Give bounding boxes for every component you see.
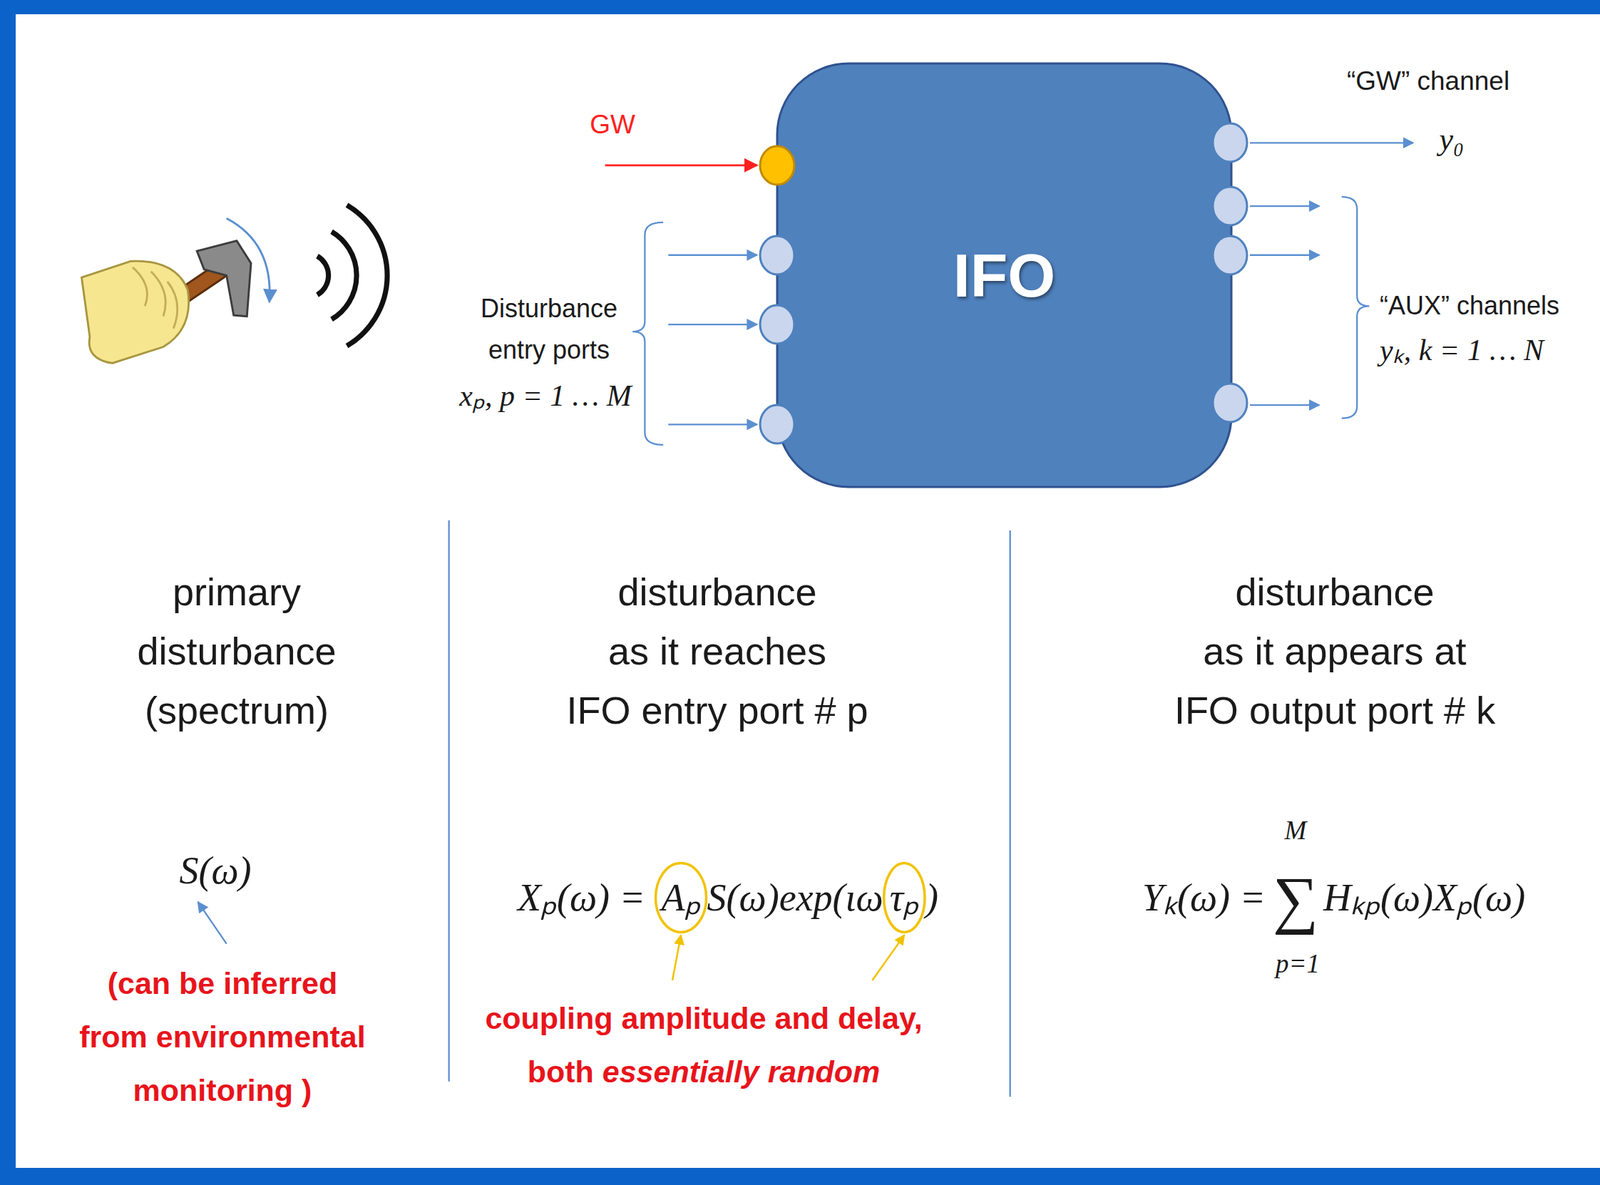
io-port: [1212, 383, 1248, 423]
bracket: [1341, 196, 1370, 419]
gw-output-arrow: [1249, 141, 1414, 144]
entry-arrow: [668, 254, 757, 256]
io-port: [1212, 186, 1248, 226]
drawing-part: τₚ: [889, 875, 920, 920]
io-port: [760, 404, 795, 444]
sum-limit: p=1: [1275, 949, 1320, 980]
aux-arrow: [1249, 254, 1320, 256]
signal-name: y₀: [1439, 121, 1465, 159]
annotation-note: coupling amplitude and delay, both essen…: [484, 991, 922, 1099]
interferometer-box: IFO: [777, 63, 1232, 487]
highlight-ring: [655, 863, 707, 933]
separator: [1009, 530, 1012, 1097]
io-port: [760, 236, 795, 275]
column-heading: primary disturbance (spectrum): [136, 562, 336, 741]
channel-group-label: “AUX” channels: [1379, 290, 1560, 321]
gw-arrow: [605, 163, 758, 167]
bracket: [632, 222, 664, 445]
pointer-arrow: [198, 901, 227, 945]
sum-limit: M: [1284, 815, 1307, 847]
aux-arrow: [1249, 205, 1320, 207]
drawing-part: random: [767, 1054, 881, 1089]
leader-arrow: [672, 934, 681, 981]
annotation-note: (can be inferred from environmental moni…: [79, 956, 366, 1118]
sum-symbol: ∑: [1272, 862, 1319, 937]
aux-arrow: [1249, 404, 1320, 406]
drawing-part: essentially: [602, 1054, 760, 1089]
column-heading: disturbance as it reaches IFO entry port…: [566, 562, 868, 741]
formula: Yₖ(ω) =: [1142, 875, 1266, 920]
box-shape: [777, 63, 1232, 487]
highlight-ring: [884, 863, 925, 933]
io-port: [760, 305, 795, 344]
port-index-label: xₚ, p = 1 … M: [459, 378, 632, 413]
swing-arrow: [226, 218, 271, 302]
io-port: [1212, 123, 1248, 162]
formula: S(ω): [178, 848, 251, 893]
formula: Xₚ(ω) = AₚS(ω)exp(ιωτₚ): [517, 875, 939, 920]
leader-arrow: [872, 934, 905, 981]
hammer-head: [196, 240, 251, 317]
gw-input-port: [760, 146, 795, 185]
channel-index-label: yₖ, k = 1 … N: [1379, 332, 1544, 368]
column-heading: disturbance as it appears at IFO output …: [1174, 562, 1496, 741]
glove-fingers: [132, 267, 178, 329]
signal-label: GW: [589, 109, 636, 141]
glove-hand: [81, 260, 189, 363]
entry-arrow: [668, 323, 757, 326]
io-port: [1212, 236, 1248, 275]
channel-label: “GW” channel: [1346, 66, 1510, 97]
separator: [447, 520, 450, 1082]
sound-waves: [317, 205, 388, 346]
entry-arrow: [668, 423, 757, 425]
formula: Hₖₚ(ω)Xₚ(ω): [1323, 875, 1526, 920]
port-group-label: Disturbance entry ports: [480, 288, 618, 371]
box-title: IFO: [953, 240, 1056, 311]
drawing-part: Aₚ: [661, 875, 701, 920]
